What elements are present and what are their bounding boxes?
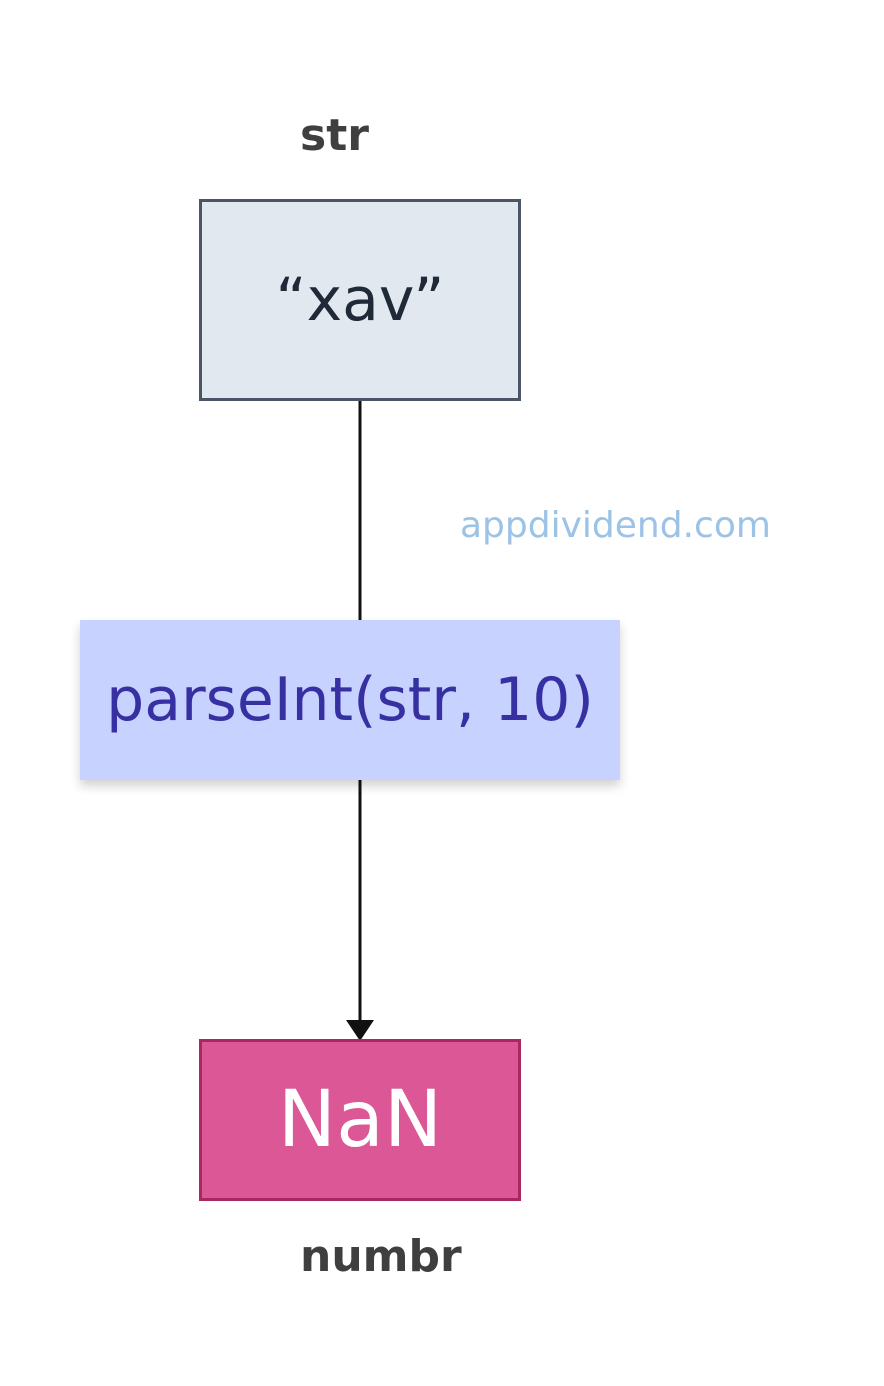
- arrowhead-to-output: [346, 1020, 374, 1041]
- input-variable-label: str: [300, 110, 369, 161]
- nan-result-value: NaN: [277, 1075, 443, 1165]
- input-string-node: “xav”: [199, 199, 521, 401]
- input-string-value: “xav”: [275, 265, 445, 335]
- parseint-process-node: parseInt(str, 10): [80, 620, 620, 780]
- output-variable-label: numbr: [300, 1231, 462, 1282]
- nan-result-node: NaN: [199, 1039, 521, 1201]
- parseint-call-text: parseInt(str, 10): [106, 665, 594, 735]
- watermark-text: appdividend.com: [460, 505, 771, 546]
